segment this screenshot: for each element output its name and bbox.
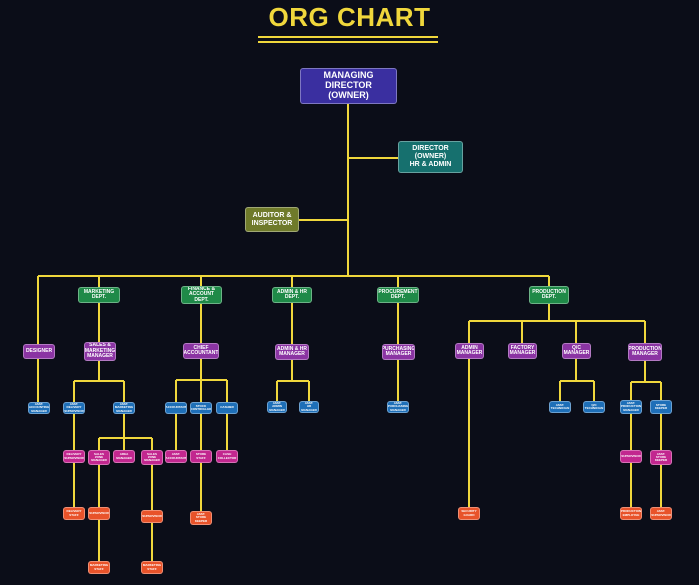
node-finance-dept: FINANCE & ACCOUNT DEPT.: [181, 286, 222, 304]
node-supervisor-sales-1: SUPERVISOR: [88, 507, 110, 520]
node-marketing-dept: MARKETING DEPT.: [78, 287, 120, 303]
node-production-manager: PRODUCTION MANAGER: [628, 343, 662, 361]
node-store-staff: STORE STAFF: [190, 450, 212, 463]
node-delivery-staff: DELIVERY STAFF: [63, 507, 85, 520]
node-asst-store-keeper: ASST. STORE KEEPER: [650, 450, 672, 465]
node-managing-director: MANAGING DIRECTOR (OWNER): [300, 68, 397, 104]
node-store-keeper: STORE KEEPER: [650, 400, 672, 414]
node-cashier: CASHIER: [216, 402, 238, 414]
node-asst-purchasing-manager: ASST. PURCHASING MANAGER: [387, 401, 409, 413]
node-admin-hr-manager: ADMIN & HR MANAGER: [275, 344, 309, 360]
node-marketing-staff-1: MARKETING STAFF: [88, 561, 110, 574]
node-admin-manager: ADMIN MANAGER: [455, 343, 484, 359]
node-stock-controller: STOCK CONTROLLER: [190, 402, 212, 414]
node-admin-hr-dept: ADMIN & HR DEPT.: [272, 287, 312, 303]
node-asst-marketing-manager: ASST. MARKETING MANAGER: [113, 402, 135, 414]
node-sales-zone-manager-2: SALES ZONE MANAGER: [141, 450, 163, 465]
node-qc-manager: Q/C MANAGER: [562, 343, 591, 359]
node-asst-supervisor: ASST. SUPERVISOR: [650, 507, 672, 520]
node-asst-store-keeper-finance: ASST. STORE KEEPER: [190, 511, 212, 525]
title-underline-bottom: [258, 41, 438, 43]
node-purchasing-manager: PURCHASING MANAGER: [382, 344, 415, 360]
node-qc-technician: Q/C TECHNICIAN: [583, 401, 605, 413]
node-chief-accountant: CHIEF ACCOUNTANT: [183, 343, 219, 359]
node-asst-production-manager: ASST. PRODUCTION MANAGER: [620, 400, 642, 414]
node-marketing-staff-2: MARKETING STAFF: [141, 561, 163, 574]
node-supervisor-production: SUPERVISOR: [620, 450, 642, 463]
node-auditor-inspector: AUDITOR & INSPECTOR: [245, 207, 299, 232]
node-asst-accountant: ASST. ACCOUNTANT: [165, 450, 187, 463]
node-delivery-supervisor: DELIVERY SUPERVISOR: [63, 450, 85, 463]
node-designer: DESIGNER: [23, 344, 55, 359]
chart-title: ORG CHART: [268, 2, 431, 32]
node-director-hr-admin: DIRECTOR (OWNER) HR & ADMIN: [398, 141, 463, 173]
node-production-employee: PRODUCTION EMPLOYEE: [620, 507, 642, 520]
node-accountant: ACCOUNTANT: [165, 402, 187, 414]
title-underline-top: [258, 36, 438, 38]
node-asst-hr-manager: ASST. HR MANAGER: [299, 401, 319, 413]
node-sales-zone-manager-1: SALES ZONE MANAGER: [88, 450, 110, 465]
node-cash-collector: CASH COLLECTOR: [216, 450, 238, 463]
node-procurement-dept: PROCUREMENT DEPT.: [377, 287, 419, 303]
node-asst-admin-manager: ASST. ADMIN MANAGER: [267, 401, 287, 413]
node-security-guard: SECURITY GUARD: [458, 507, 480, 520]
node-sales-marketing-manager: SALES & MARKETING MANAGER: [84, 342, 116, 361]
node-area-manager: AREA MANAGER: [113, 450, 135, 463]
node-production-dept: PRODUCTION DEPT.: [529, 286, 569, 304]
node-supervisor-sales-2: SUPERVISOR: [141, 510, 163, 523]
node-asst-accounting-manager: ASST. ACCOUNTING MANAGER: [28, 402, 50, 414]
node-asst-delivery-supervisor: ASST. DELIVERY SUPERVISOR: [63, 402, 85, 414]
node-asst-technician: ASST. TECHNICIAN: [549, 401, 571, 413]
node-factory-manager: FACTORY MANAGER: [508, 343, 537, 359]
